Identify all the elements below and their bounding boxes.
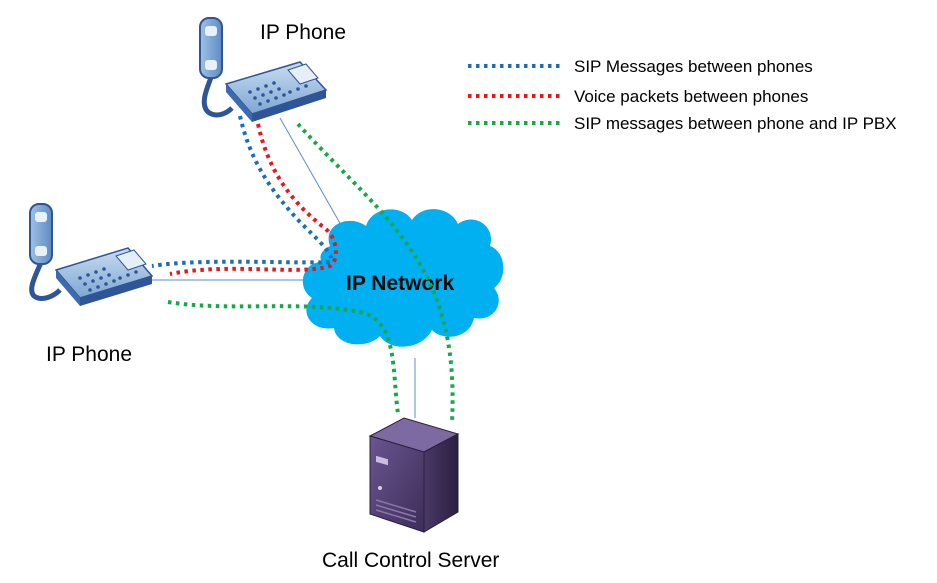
legend-item-voice: Voice packets between phones [468,87,808,106]
phone-icon [199,17,328,122]
sip-pbx-path-top [296,122,455,423]
network-label: IP Network [346,272,454,295]
legend-item-sip-phones: SIP Messages between phones [468,57,813,76]
ip-network-cloud: IP Network [302,209,504,347]
ip-phone-top: IP Phone [199,17,346,122]
phone-left-label: IP Phone [46,343,132,366]
server-icon [368,417,460,533]
legend-label: SIP Messages between phones [574,57,813,76]
sip-pbx-path-left [167,300,400,415]
legend-label: Voice packets between phones [574,87,808,106]
legend: SIP Messages between phones Voice packet… [468,57,897,133]
sip-phones-path [151,115,334,268]
network-links [152,117,416,418]
phone-top-label: IP Phone [260,21,346,44]
link-top-phone [279,117,346,233]
server-label: Call Control Server [322,549,499,572]
ip-phone-left: IP Phone [29,203,154,366]
call-control-server: Call Control Server [322,417,499,572]
traffic-paths [151,115,455,423]
legend-item-sip-pbx: SIP messages between phone and IP PBX [468,114,897,133]
legend-label: SIP messages between phone and IP PBX [574,114,897,133]
phone-icon [29,203,154,306]
voice-path [169,123,338,276]
